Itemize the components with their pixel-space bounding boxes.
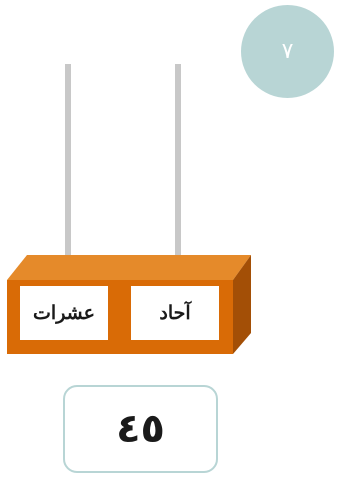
tens-rod xyxy=(65,64,71,269)
question-number-badge: ٧ xyxy=(241,5,334,98)
ones-rod xyxy=(175,64,181,269)
answer-box: ٤٥ xyxy=(63,385,218,473)
tens-label: عشرات xyxy=(20,286,108,340)
ones-label: آحاد xyxy=(131,286,219,340)
abacus-frame-top xyxy=(7,255,251,280)
